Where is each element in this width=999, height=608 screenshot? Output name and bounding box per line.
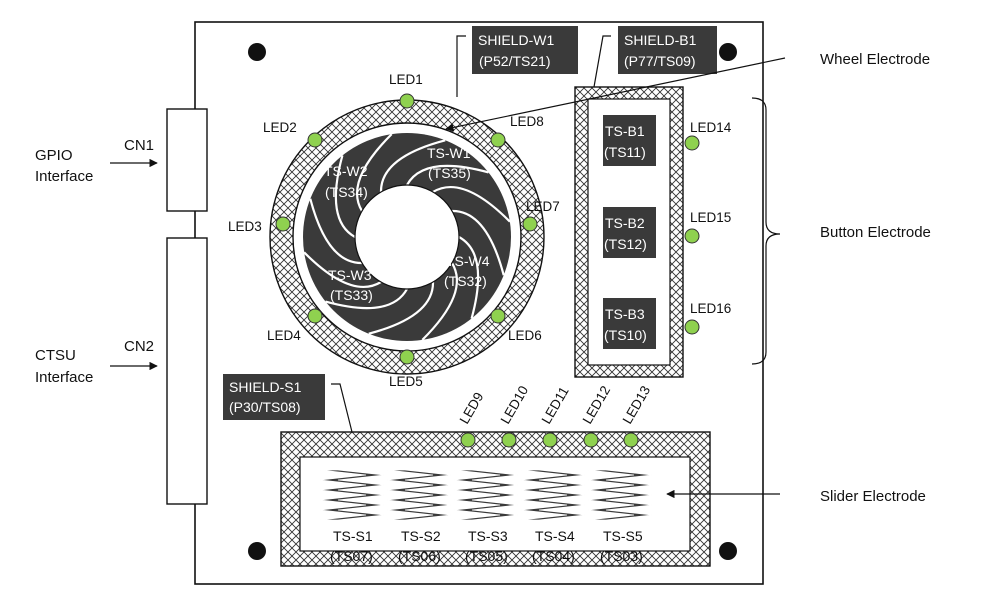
ctsu-interface-label-line2: Interface	[35, 369, 93, 386]
button-electrode-b3	[603, 298, 656, 349]
led-14: LED14	[684, 120, 732, 151]
shield-b1-box	[618, 26, 717, 74]
shield-s1-box	[223, 374, 325, 420]
wheel-separator	[379, 139, 446, 193]
connector-cn2	[166, 237, 208, 505]
wheel-electrode-w1-pin: (TS35)	[428, 165, 471, 181]
svg-text:LED2: LED2	[263, 120, 297, 135]
slider-electrode-s5-pin: (TS03)	[600, 548, 643, 564]
led-6: LED6	[490, 308, 542, 343]
wheel-separator	[303, 251, 382, 288]
svg-text:LED8: LED8	[510, 114, 544, 129]
led-15: LED15	[684, 210, 731, 244]
mounting-hole-top-right	[719, 43, 737, 61]
slider-electrode-group	[319, 469, 653, 521]
gpio-interface-label-line1: GPIO	[35, 147, 73, 164]
wheel-electrode-w2-name: TS-W2	[324, 163, 368, 179]
gpio-interface-label-line2: Interface	[35, 168, 93, 185]
button-electrode-b2	[603, 207, 656, 258]
wheel-electrode-w3-pin: (TS33)	[330, 287, 373, 303]
connector-cn1	[166, 108, 208, 212]
cn2-label: CN2	[124, 338, 154, 355]
wheel-electrode-annotation: Wheel Electrode	[820, 51, 930, 68]
led-2: LED2	[263, 120, 323, 148]
wheel-separator	[458, 236, 480, 319]
svg-text:LED6: LED6	[508, 328, 542, 343]
shield-s1-name: SHIELD-S1	[229, 379, 302, 395]
button-electrode-annotation: Button Electrode	[820, 224, 931, 241]
button-electrode-b1	[603, 115, 656, 166]
button-electrode-b3-name: TS-B3	[605, 306, 645, 322]
slider-electrode-s4-pin: (TS04)	[532, 548, 575, 564]
led-16: LED16	[684, 301, 731, 335]
wheel-separator	[309, 198, 363, 265]
slider-electrode-annotation: Slider Electrode	[820, 488, 926, 505]
svg-text:LED16: LED16	[690, 301, 731, 316]
wheel-separator	[432, 186, 511, 223]
svg-text:LED4: LED4	[267, 328, 301, 343]
wheel-separator	[451, 209, 505, 276]
svg-text:LED5: LED5	[389, 374, 423, 389]
shield-w1-name: SHIELD-W1	[478, 32, 554, 48]
wheel-separator	[406, 164, 489, 186]
svg-text:LED14: LED14	[690, 120, 732, 135]
shield-b1-name: SHIELD-B1	[624, 32, 697, 48]
slider-electrode-shape	[520, 469, 586, 521]
button-electrode-b2-name: TS-B2	[605, 215, 645, 231]
svg-text:LED3: LED3	[228, 219, 262, 234]
wheel-separator	[421, 262, 458, 341]
slider-electrode-s1-name: TS-S1	[333, 528, 373, 544]
cn1-label: CN1	[124, 137, 154, 154]
led-7: LED7	[522, 199, 560, 232]
led-1: LED1	[389, 72, 423, 109]
svg-text:LED15: LED15	[690, 210, 731, 225]
slider-electrode-s4-name: TS-S4	[535, 528, 575, 544]
button-electrode-b2-pin: (TS12)	[604, 236, 647, 252]
slider-electrode-s2-name: TS-S2	[401, 528, 441, 544]
led-8: LED8	[490, 114, 544, 148]
wheel-electrode-arrow	[445, 57, 786, 132]
shield-s1-pin: (P30/TS08)	[229, 399, 301, 415]
mounting-hole-bottom-left	[248, 542, 266, 560]
led-3: LED3	[228, 216, 291, 234]
wheel-separator	[356, 133, 393, 212]
button-bracket	[751, 97, 781, 365]
shield-s1-leader	[331, 383, 353, 433]
mounting-hole-top-left	[248, 43, 266, 61]
led-5: LED5	[389, 349, 423, 389]
ctsu-interface-label-line1: CTSU	[35, 347, 76, 364]
led-4: LED4	[267, 308, 323, 343]
slider-electrode-s2-pin: (TS06)	[398, 548, 441, 564]
shield-w1-pin: (P52/TS21)	[479, 53, 551, 69]
slider-electrode-s3-pin: (TS05)	[465, 548, 508, 564]
wheel-electrode-w2-pin: (TS34)	[325, 184, 368, 200]
shield-b1-pin: (P77/TS09)	[624, 53, 696, 69]
wheel-center-hole	[354, 184, 460, 290]
wheel-electrode-w3-name: TS-W3	[328, 267, 372, 283]
shield-w1-leader	[456, 35, 466, 97]
wheel-electrode-separators	[303, 133, 511, 341]
slider-electrode-s3-name: TS-S3	[468, 528, 508, 544]
wheel-separator	[334, 155, 356, 238]
button-electrode-b1-name: TS-B1	[605, 123, 645, 139]
slider-electrode-s1-pin: (TS07)	[330, 548, 373, 564]
wheel-electrode-w4-pin: (TS32)	[444, 273, 487, 289]
svg-text:LED7: LED7	[526, 199, 560, 214]
slider-electrode-s5-name: TS-S5	[603, 528, 643, 544]
slider-electrode-shape	[453, 469, 519, 521]
slider-electrode-shape	[319, 469, 385, 521]
wheel-separator	[325, 288, 408, 310]
wheel-electrode-w1-name: TS-W1	[427, 145, 471, 161]
shield-b1-leader	[593, 35, 611, 88]
mounting-hole-bottom-right	[719, 542, 737, 560]
wheel-electrode-w4-name: TS-W4	[446, 253, 490, 269]
slider-electrode-shape	[386, 469, 452, 521]
slider-electrode-shape	[587, 469, 653, 521]
button-electrode-b3-pin: (TS10)	[604, 327, 647, 343]
shield-w1-box	[472, 26, 578, 74]
svg-text:LED1: LED1	[389, 72, 423, 87]
button-electrode-b1-pin: (TS11)	[604, 144, 646, 160]
wheel-separator	[368, 281, 435, 335]
